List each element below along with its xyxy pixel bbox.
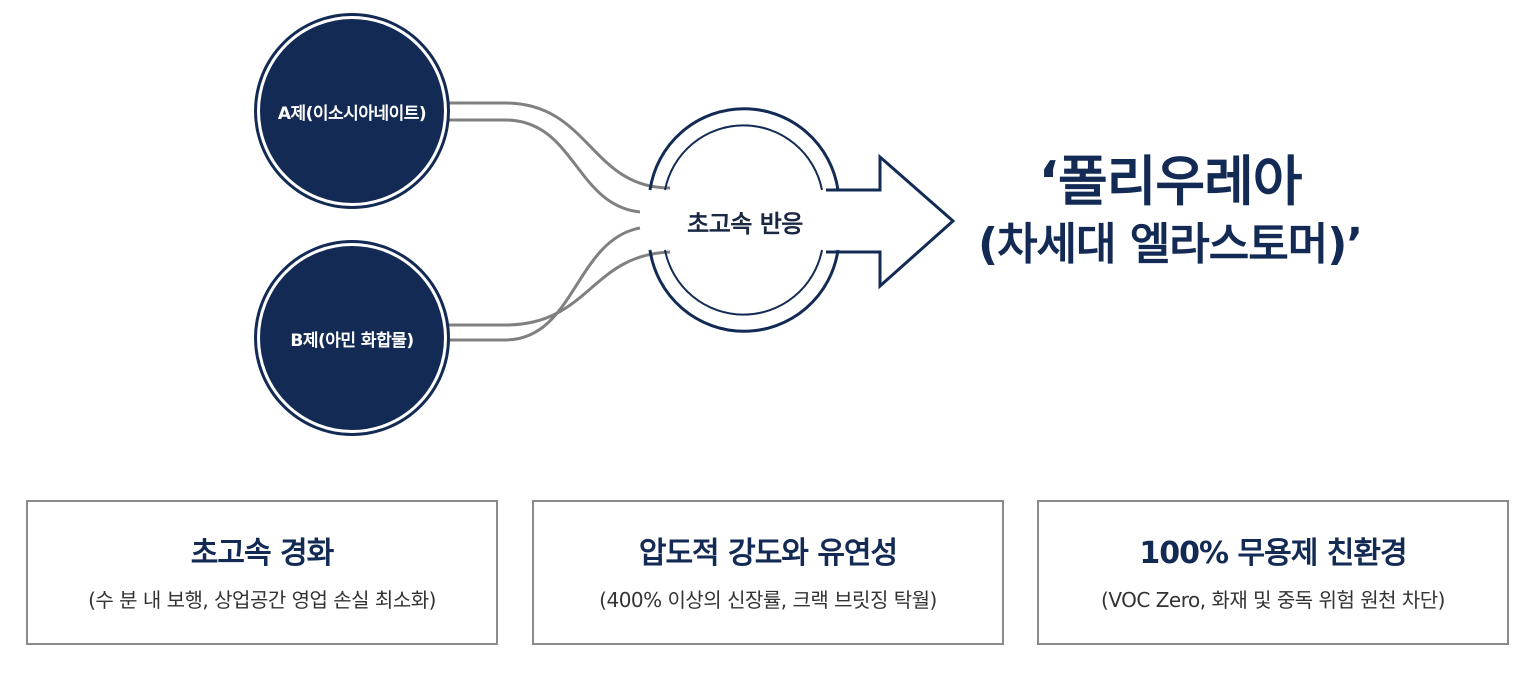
input-node-a: A제(이소시아네이트) — [257, 16, 447, 206]
feature-card-title: 압도적 강도와 유연성 — [638, 536, 898, 571]
input-node-b-label: B제(아민 화합물) — [290, 330, 414, 351]
pipe-a — [445, 101, 671, 214]
input-node-a-label: A제(이소시아네이트) — [277, 103, 427, 124]
result-title-line2: (차세대 엘라스토머)’ — [977, 219, 1363, 270]
reaction-ring — [648, 107, 840, 333]
result-title: ‘폴리우레아 (차세대 엘라스토머)’ — [940, 150, 1400, 276]
feature-card-fast-cure: 초고속 경화 (수 분 내 보행, 상업공간 영업 손실 최소화) — [26, 500, 498, 645]
feature-card-description: (400% 이상의 신장률, 크랙 브릿징 탁월) — [599, 588, 937, 612]
reaction-label: 초고속 반응 — [687, 210, 803, 238]
result-arrow — [826, 153, 956, 290]
result-title-line1: ‘폴리우레아 — [1038, 150, 1303, 213]
diagram-connectors — [445, 101, 956, 342]
input-node-b: B제(아민 화합물) — [257, 243, 447, 433]
feature-card-title: 100% 무용제 친환경 — [1139, 536, 1407, 571]
pipe-b — [445, 226, 671, 342]
reaction-diagram: A제(이소시아네이트) B제(아민 화합물) 초고속 반응 ‘폴리우레아 (차세… — [257, 16, 1400, 433]
feature-card-description: (수 분 내 보행, 상업공간 영업 손실 최소화) — [88, 588, 436, 612]
feature-card-strength: 압도적 강도와 유연성 (400% 이상의 신장률, 크랙 브릿징 탁월) — [532, 500, 1004, 645]
feature-card-title: 초고속 경화 — [190, 536, 334, 571]
feature-card-eco: 100% 무용제 친환경 (VOC Zero, 화재 및 중독 위험 원천 차단… — [1037, 500, 1509, 645]
feature-card-description: (VOC Zero, 화재 및 중독 위험 원천 차단) — [1101, 588, 1445, 612]
